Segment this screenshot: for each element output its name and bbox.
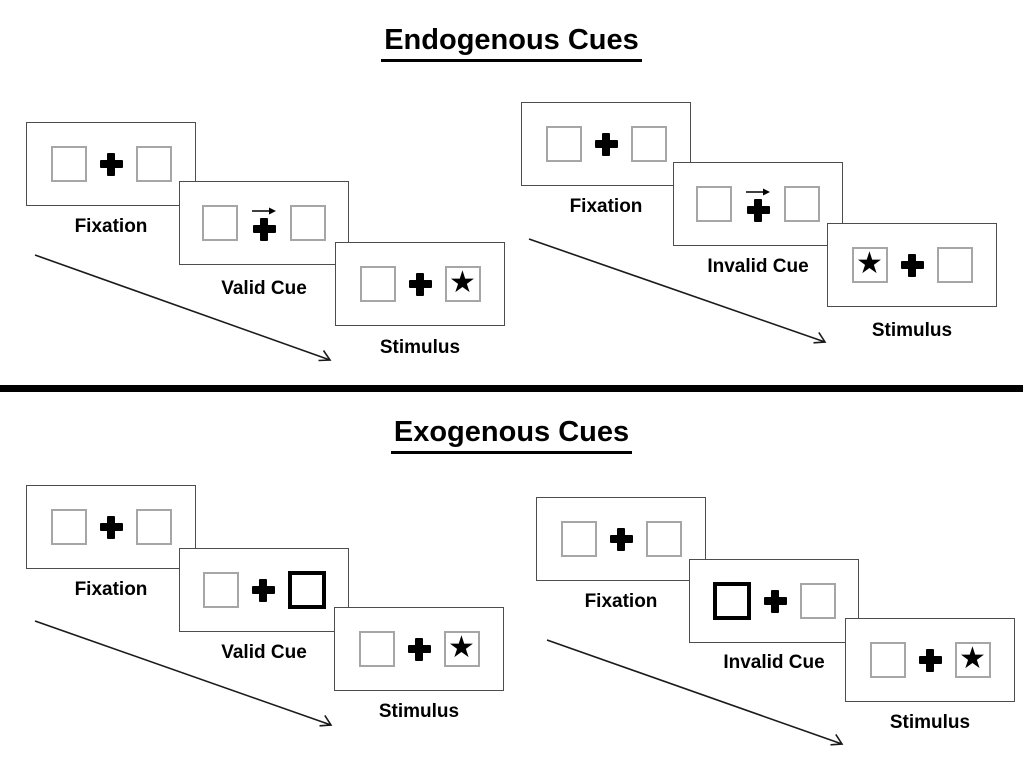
left-stimulus-box: ★ bbox=[851, 246, 888, 283]
fixation-cross-icon bbox=[408, 272, 432, 296]
fixation-cross-icon bbox=[763, 589, 787, 613]
panel-label-stimulus: Stimulus bbox=[889, 712, 971, 733]
right-placeholder-box bbox=[290, 205, 326, 241]
cue-arrow-icon bbox=[252, 207, 276, 214]
right-placeholder-box bbox=[936, 247, 973, 283]
panel-exogenous-invalid-fixation bbox=[536, 497, 706, 581]
fixation-cross-icon bbox=[407, 637, 431, 661]
right-placeholder-box bbox=[784, 186, 820, 222]
right-cue-highlight-box bbox=[287, 571, 326, 609]
cue-arrow-icon bbox=[746, 188, 770, 195]
left-placeholder-box bbox=[560, 521, 597, 557]
right-stimulus-box: ★ bbox=[443, 630, 480, 667]
section-title-exogenous-text: Exogenous Cues bbox=[390, 416, 633, 454]
panel-label-stimulus: Stimulus bbox=[378, 701, 460, 722]
fixation-cross-icon bbox=[99, 152, 123, 176]
panel-label-fixation: Fixation bbox=[74, 216, 148, 237]
section-divider bbox=[0, 385, 1023, 392]
right-stimulus-box: ★ bbox=[444, 265, 481, 302]
left-placeholder-box bbox=[869, 642, 906, 678]
panel-endogenous-invalid-cue bbox=[673, 162, 843, 246]
panel-exogenous-invalid-cue bbox=[689, 559, 859, 643]
right-placeholder-box bbox=[630, 126, 667, 162]
panel-endogenous-valid-cue bbox=[179, 181, 349, 265]
panel-endogenous-valid-stimulus: ★ bbox=[335, 242, 505, 326]
left-placeholder-box bbox=[545, 126, 582, 162]
timeline-arrow bbox=[528, 238, 827, 344]
right-placeholder-box bbox=[135, 509, 172, 545]
panel-label-fixation: Fixation bbox=[569, 196, 643, 217]
left-cue-highlight-box bbox=[712, 582, 751, 620]
left-placeholder-box bbox=[696, 186, 732, 222]
fixation-cross-icon bbox=[918, 648, 942, 672]
right-placeholder-box bbox=[135, 146, 172, 182]
timeline-arrow bbox=[34, 620, 333, 727]
star-stimulus-icon: ★ bbox=[448, 630, 475, 665]
section-title-endogenous-text: Endogenous Cues bbox=[381, 24, 642, 62]
panel-label-cue: Valid Cue bbox=[221, 642, 307, 663]
right-placeholder-box bbox=[799, 583, 836, 619]
left-placeholder-box bbox=[50, 509, 87, 545]
timeline-arrow bbox=[546, 639, 844, 746]
fixation-cross-icon bbox=[746, 198, 770, 222]
fixation-cross-icon bbox=[252, 217, 276, 241]
section-title-endogenous: Endogenous Cues bbox=[0, 24, 1023, 62]
panel-exogenous-valid-stimulus: ★ bbox=[334, 607, 504, 691]
panel-exogenous-invalid-stimulus: ★ bbox=[845, 618, 1015, 702]
left-placeholder-box bbox=[359, 266, 396, 302]
star-stimulus-icon: ★ bbox=[856, 246, 883, 281]
right-placeholder-box bbox=[645, 521, 682, 557]
left-placeholder-box bbox=[202, 205, 238, 241]
panel-endogenous-valid-fixation bbox=[26, 122, 196, 206]
timeline-arrow bbox=[34, 254, 332, 362]
panel-endogenous-invalid-stimulus: ★ bbox=[827, 223, 997, 307]
panel-label-stimulus: Stimulus bbox=[871, 320, 953, 341]
right-stimulus-box: ★ bbox=[954, 641, 991, 678]
panel-label-fixation: Fixation bbox=[584, 591, 658, 612]
left-placeholder-box bbox=[50, 146, 87, 182]
panel-exogenous-valid-cue bbox=[179, 548, 349, 632]
star-stimulus-icon: ★ bbox=[449, 265, 476, 300]
left-placeholder-box bbox=[202, 572, 239, 608]
fixation-cross-icon bbox=[609, 527, 633, 551]
panel-exogenous-valid-fixation bbox=[26, 485, 196, 569]
panel-label-fixation: Fixation bbox=[74, 579, 148, 600]
panel-label-cue: Invalid Cue bbox=[723, 652, 825, 673]
fixation-cross-icon bbox=[900, 253, 924, 277]
section-title-exogenous: Exogenous Cues bbox=[0, 416, 1023, 454]
fixation-cross-icon bbox=[251, 578, 275, 602]
fixation-cross-icon bbox=[99, 515, 123, 539]
panel-label-cue: Invalid Cue bbox=[707, 256, 809, 277]
panel-label-cue: Valid Cue bbox=[221, 278, 307, 299]
panel-endogenous-invalid-fixation bbox=[521, 102, 691, 186]
fixation-cross-icon bbox=[594, 132, 618, 156]
panel-label-stimulus: Stimulus bbox=[379, 337, 461, 358]
star-stimulus-icon: ★ bbox=[959, 641, 986, 676]
left-placeholder-box bbox=[358, 631, 395, 667]
